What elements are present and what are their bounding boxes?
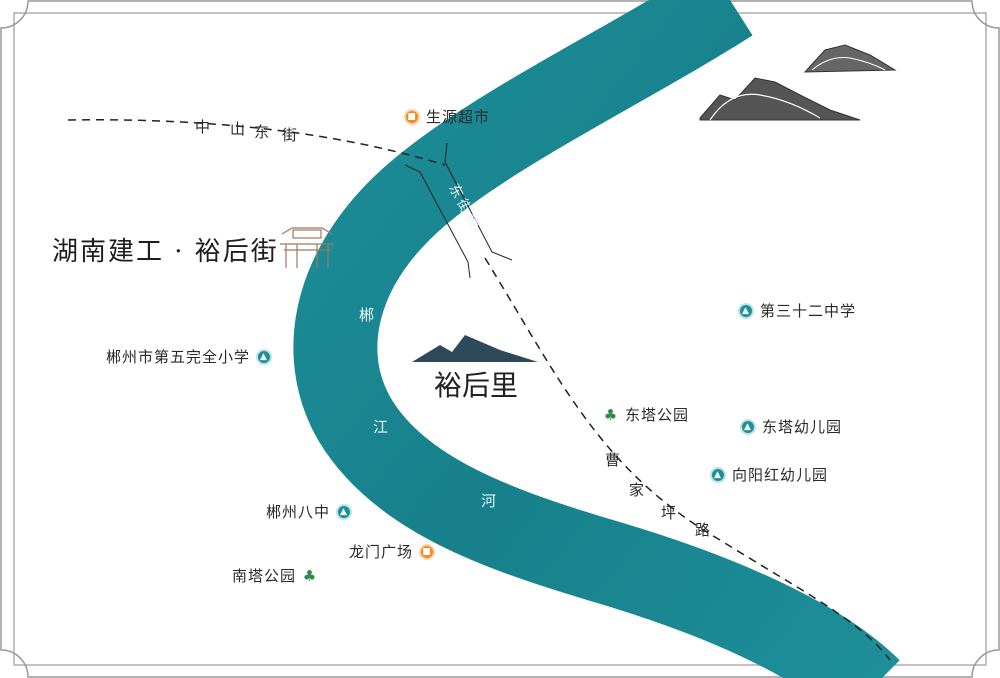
school-icon: ▲ bbox=[256, 348, 273, 365]
poi-chenzhou-no8-middle-school[interactable]: 郴州八中 ▲ bbox=[266, 501, 353, 522]
poi-dongta-kindergarten[interactable]: ▲ 东塔幼儿园 bbox=[740, 416, 842, 437]
archway-icon bbox=[280, 227, 334, 268]
poi-label: 郴州市第五完全小学 bbox=[106, 348, 251, 366]
poi-dongta-park[interactable]: ♣ 东塔公园 bbox=[603, 404, 689, 425]
road-char: 路 bbox=[695, 521, 711, 539]
poi-label: 郴州八中 bbox=[266, 503, 331, 521]
poi-label: 生源超市 bbox=[426, 108, 491, 126]
bridge bbox=[404, 142, 513, 279]
road-char: 街 bbox=[282, 126, 298, 144]
poi-label: 东塔公园 bbox=[625, 406, 690, 424]
mountain-illustration bbox=[699, 44, 897, 121]
road-char: 中 bbox=[195, 118, 211, 136]
tree-icon: ♣ bbox=[302, 566, 318, 585]
poi-xiangyanghong-kindergarten[interactable]: ▲ 向阳红幼儿园 bbox=[710, 464, 828, 485]
school-icon: ▲ bbox=[738, 302, 754, 319]
shop-icon: ■ bbox=[404, 108, 420, 125]
poi-label: 龙门广场 bbox=[349, 543, 414, 561]
road-char: 坪 bbox=[661, 504, 677, 522]
poi-longmen-square[interactable]: 龙门广场 ■ bbox=[349, 541, 436, 562]
school-icon: ▲ bbox=[710, 466, 726, 483]
logo-name: 裕后里 bbox=[434, 369, 519, 402]
road-char: 东 bbox=[254, 123, 270, 141]
poi-no32-middle-school[interactable]: ▲ 第三十二中学 bbox=[738, 300, 856, 321]
project-title: 湖南建工 · 裕后街 bbox=[52, 237, 279, 267]
road-char: 曹 bbox=[605, 451, 621, 469]
river-char-1: 郴 bbox=[359, 306, 375, 324]
poi-label: 东塔幼儿园 bbox=[762, 418, 843, 436]
poi-label: 向阳红幼儿园 bbox=[732, 466, 829, 484]
tree-icon: ♣ bbox=[603, 405, 619, 424]
poi-nanta-park[interactable]: 南塔公园 ♣ bbox=[232, 565, 318, 586]
poi-no5-primary-school[interactable]: 郴州市第五完全小学 ▲ bbox=[106, 346, 273, 367]
school-icon: ▲ bbox=[740, 418, 756, 435]
river-char-3: 河 bbox=[481, 492, 497, 510]
caojiaping-road bbox=[484, 257, 891, 661]
poi-label: 第三十二中学 bbox=[760, 302, 857, 320]
inner-frame bbox=[13, 12, 987, 666]
shop-icon: ■ bbox=[419, 543, 436, 560]
logo-roof bbox=[412, 335, 538, 362]
road-char: 山 bbox=[230, 120, 246, 138]
river bbox=[293, 0, 900, 678]
road-char: 家 bbox=[629, 481, 645, 499]
poi-shengyuan-supermarket[interactable]: ■ 生源超市 bbox=[404, 106, 490, 127]
poi-label: 南塔公园 bbox=[232, 567, 297, 585]
school-icon: ▲ bbox=[336, 503, 353, 520]
river-char-2: 江 bbox=[373, 418, 389, 436]
